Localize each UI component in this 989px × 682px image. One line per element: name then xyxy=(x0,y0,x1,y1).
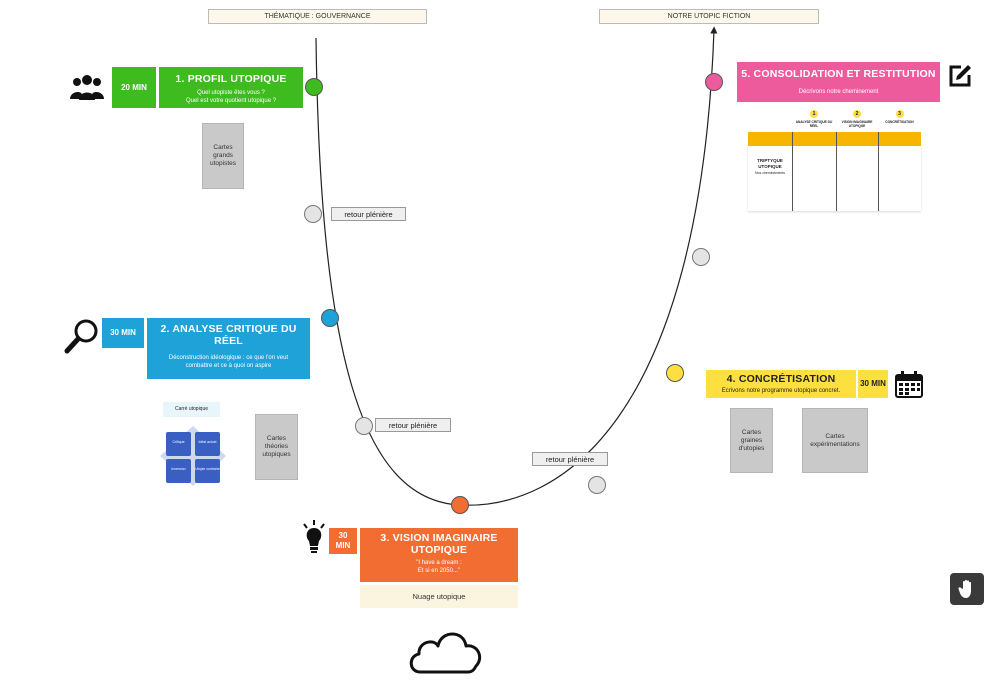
mini-cell-4: Utopie contraire xyxy=(195,467,220,471)
lightbulb-icon xyxy=(303,520,325,553)
table-divider-3 xyxy=(878,132,879,211)
step3-duration: 30 MIN xyxy=(329,528,357,554)
table-divider-1 xyxy=(792,132,793,211)
journey-curve xyxy=(315,26,718,506)
mini-square-title: Carré utopique xyxy=(163,402,220,417)
step2-card[interactable]: Cartes théories utopiques xyxy=(255,414,298,480)
step4-card-1[interactable]: Cartes graines d'utopies xyxy=(730,408,773,473)
table-row-title: TRIPTYQUE UTOPIQUE Nos cheminements xyxy=(750,158,790,176)
table-divider-2 xyxy=(836,132,837,211)
step1-box[interactable]: 1. PROFIL UTOPIQUE Quel utopiste êtes vo… xyxy=(159,67,303,108)
node-step4[interactable] xyxy=(666,364,684,382)
table-col-label-2: VISION IMAGINAIRE UTOPIQUE xyxy=(841,120,873,128)
step5-box[interactable]: 5. CONSOLIDATION ET RESTITUTION Décrivon… xyxy=(737,62,940,102)
table-col-2: 2 VISION IMAGINAIRE UTOPIQUE xyxy=(836,110,878,128)
step4-subtitle: Ecrivons notre programme utopique concre… xyxy=(721,388,841,394)
step2-subtitle-2: combattre et ce à quoi on aspire xyxy=(185,363,272,369)
table-row-title-1: TRIPTYQUE xyxy=(757,158,783,163)
mini-cell-2: Idéal actuel xyxy=(198,440,217,444)
triptyque-table: 1 ANALYSE CRITIQUE DU RÉEL 2 VISION IMAG… xyxy=(748,110,921,211)
step4-card-2[interactable]: Cartes expérimentations xyxy=(802,408,868,473)
node-plenary-4[interactable] xyxy=(692,248,710,266)
step2-subtitle-1: Déconstruction idéologique : ce que l'on… xyxy=(168,355,289,361)
table-col-label-1: ANALYSE CRITIQUE DU RÉEL xyxy=(795,120,833,128)
step2-box[interactable]: 2. ANALYSE CRITIQUE DU RÉEL Déconstructi… xyxy=(147,318,310,379)
hand-icon xyxy=(958,579,971,598)
header-theme: THÉMATIQUE : GOUVERNANCE xyxy=(208,9,427,24)
plenary-pill-3[interactable]: retour plénière xyxy=(532,452,608,466)
step3-note[interactable]: Nuage utopique xyxy=(360,585,518,608)
step2-duration: 30 MIN xyxy=(102,318,144,348)
mini-cell-3: Inversion xyxy=(171,467,186,471)
step5-title: 5. CONSOLIDATION ET RESTITUTION xyxy=(741,68,936,80)
step4-box[interactable]: 4. CONCRÉTISATION Ecrivons notre program… xyxy=(706,370,856,398)
mini-cell-1: Critique xyxy=(172,440,185,444)
step2-title-1: 2. ANALYSE CRITIQUE DU xyxy=(160,323,297,335)
table-col-label-3: CONCRÉTISATION xyxy=(885,120,914,124)
table-num-3: 3 xyxy=(895,110,904,118)
step4-title: 4. CONCRÉTISATION xyxy=(726,373,836,385)
table-body xyxy=(748,146,921,211)
table-num-2: 2 xyxy=(853,110,861,118)
calendar-icon xyxy=(895,371,923,398)
node-step5[interactable] xyxy=(705,73,723,91)
magnifier-icon xyxy=(64,319,98,354)
table-header-bar xyxy=(748,132,921,146)
table-row-sub: Nos cheminements xyxy=(755,171,785,175)
node-plenary-2[interactable] xyxy=(355,417,373,435)
step3-box[interactable]: 3. VISION IMAGINAIRE UTOPIQUE "I have a … xyxy=(360,528,518,582)
node-step1[interactable] xyxy=(305,78,323,96)
step3-subtitle-2: Et si en 2050..." xyxy=(417,568,461,574)
table-col-1: 1 ANALYSE CRITIQUE DU RÉEL xyxy=(792,110,836,128)
table-col-3: 3 CONCRÉTISATION xyxy=(878,110,921,124)
edit-icon xyxy=(949,65,971,87)
step3-title-2: UTOPIQUE xyxy=(410,544,468,556)
plenary-pill-2[interactable]: retour plénière xyxy=(375,418,451,432)
node-plenary-3[interactable] xyxy=(588,476,606,494)
cloud-icon xyxy=(409,632,482,674)
step1-duration: 20 MIN xyxy=(112,67,156,108)
step3-duration-unit: MIN xyxy=(335,541,351,550)
plenary-pill-1[interactable]: retour plénière xyxy=(331,207,406,221)
table-row-title-2: UTOPIQUE xyxy=(758,164,782,169)
node-plenary-1[interactable] xyxy=(304,205,322,223)
header-fiction: NOTRE UTOPIC FICTION xyxy=(599,9,819,24)
node-step2[interactable] xyxy=(321,309,339,327)
table-num-1: 1 xyxy=(810,110,818,118)
step1-card[interactable]: Cartes grands utopistes xyxy=(202,123,244,189)
step5-subtitle: Décrivons notre cheminement xyxy=(798,89,879,95)
node-step3[interactable] xyxy=(451,496,469,514)
group-icon xyxy=(70,75,104,100)
step1-title: 1. PROFIL UTOPIQUE xyxy=(175,73,287,85)
step3-duration-value: 30 xyxy=(338,531,348,540)
step2-title-2: RÉEL xyxy=(214,335,243,347)
hand-tool-button[interactable] xyxy=(950,573,984,605)
step3-subtitle-1: "I have a dream : xyxy=(416,560,462,566)
step4-duration: 30 MIN xyxy=(858,370,888,398)
mini-square-diagram xyxy=(160,426,226,486)
step1-subtitle-1: Quel utopiste êtes vous ? xyxy=(197,90,265,96)
step1-subtitle-2: Quel est votre quotient utopique ? xyxy=(185,98,277,104)
step3-title-1: 3. VISION IMAGINAIRE xyxy=(380,532,498,544)
